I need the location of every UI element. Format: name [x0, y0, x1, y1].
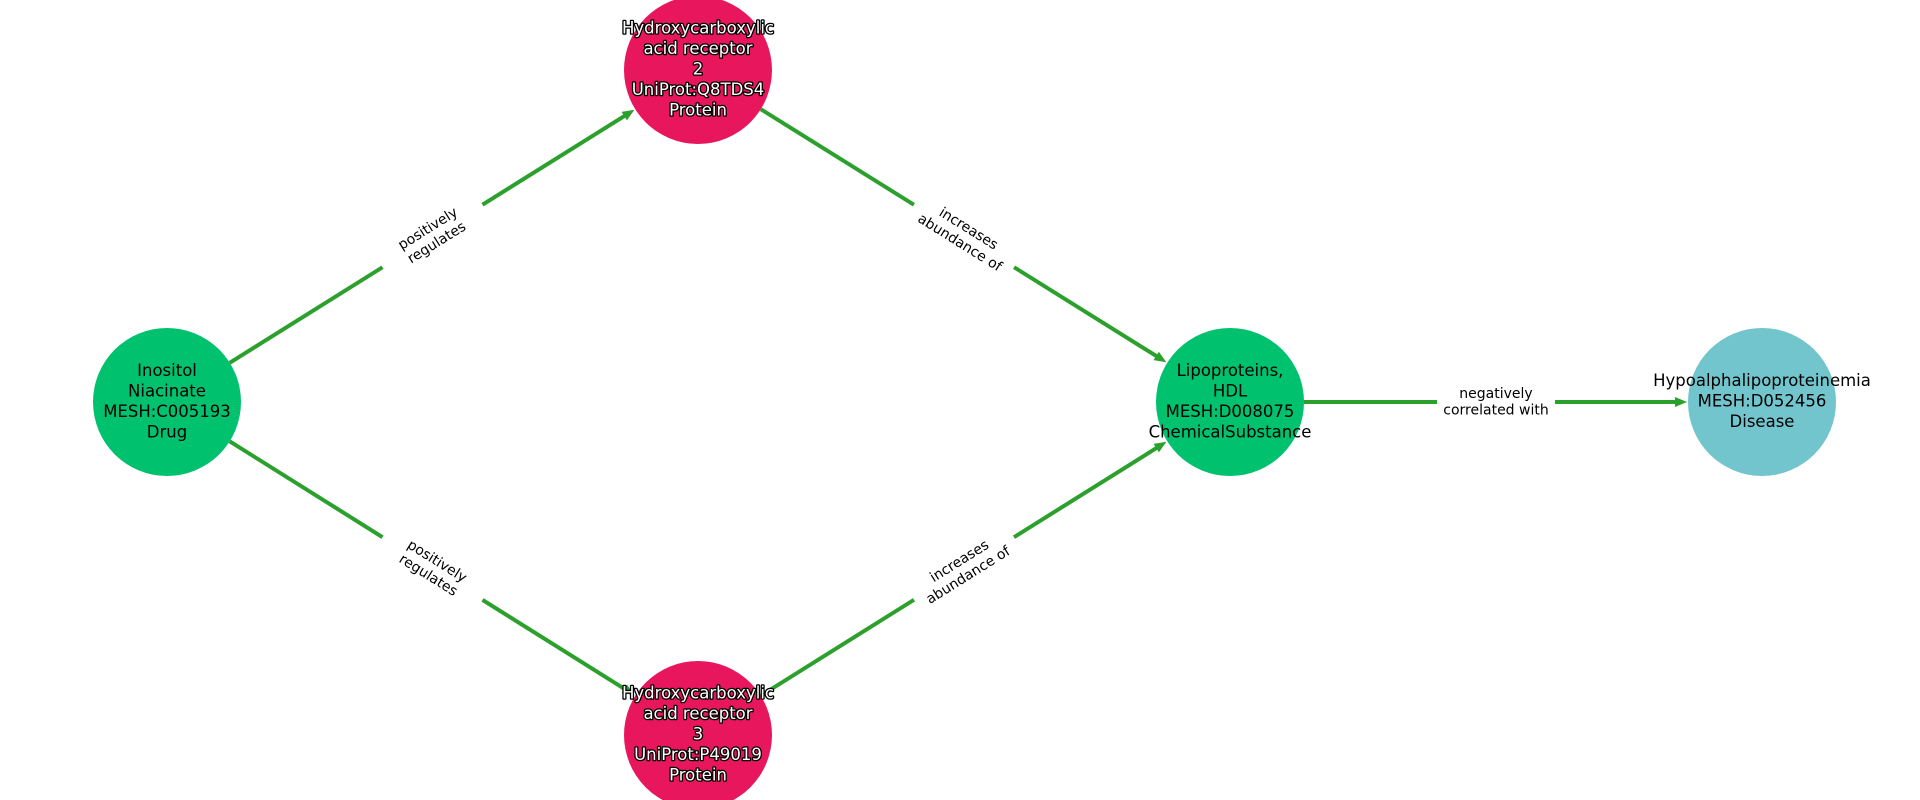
node-circle[interactable]	[1156, 328, 1304, 476]
node-label-line: Hypoalphalipoproteinemia	[1653, 371, 1871, 390]
edge-label-background	[903, 187, 1025, 285]
node-label-line: acid receptor	[643, 39, 752, 58]
node-label-line: Hydroxycarboxylic	[622, 19, 774, 38]
node-label-line: HDL	[1213, 381, 1248, 400]
arrow-head	[1675, 397, 1687, 407]
node-label-line: Hydroxycarboxylic	[622, 684, 774, 703]
node-label-line: UniProt:Q8TDS4	[632, 80, 765, 99]
node-label-line: ChemicalSubstance	[1149, 422, 1312, 441]
node-label-line: UniProt:P49019	[634, 745, 762, 764]
node-circle[interactable]	[1688, 328, 1836, 476]
edge-label-background	[371, 519, 494, 618]
node-label-line: Lipoproteins,	[1177, 361, 1284, 380]
arrow-head	[1153, 351, 1167, 363]
node-label-line: Protein	[669, 766, 727, 785]
nodes-layer: InositolNiacinateMESH:C005193DrugHydroxy…	[93, 0, 1871, 800]
arrow-head	[1153, 441, 1167, 453]
node-circle[interactable]	[93, 328, 241, 476]
node-label-line: 3	[693, 725, 704, 744]
node-label-line: 2	[693, 60, 704, 79]
edge-label-line: negatively	[1459, 386, 1532, 402]
edge-label-background	[903, 519, 1025, 618]
node-label-line: acid receptor	[643, 704, 752, 723]
node-label-line: Inositol	[137, 361, 197, 380]
edge-label-line: correlated with	[1443, 402, 1548, 418]
node-circle[interactable]	[624, 0, 772, 144]
node-label-line: MESH:D052456	[1698, 392, 1827, 411]
node-hypoalpha[interactable]: HypoalphalipoproteinemiaMESH:D052456Dise…	[1653, 328, 1871, 476]
node-label-line: Drug	[147, 422, 187, 441]
arrow-head	[621, 684, 635, 696]
node-label-line: Niacinate	[128, 381, 206, 400]
arrow-head	[621, 109, 635, 121]
node-label-line: Protein	[669, 101, 727, 120]
node-hdl[interactable]: Lipoproteins,HDL MESH:D008075ChemicalSubs…	[1149, 328, 1312, 476]
edge-label-background	[1437, 381, 1555, 423]
node-label-line: Disease	[1730, 412, 1795, 431]
node-circle[interactable]	[624, 661, 772, 800]
node-label-line: MESH:C005193	[103, 402, 231, 421]
edge-label-background	[371, 187, 494, 285]
node-label-line: MESH:D008075	[1166, 402, 1295, 421]
